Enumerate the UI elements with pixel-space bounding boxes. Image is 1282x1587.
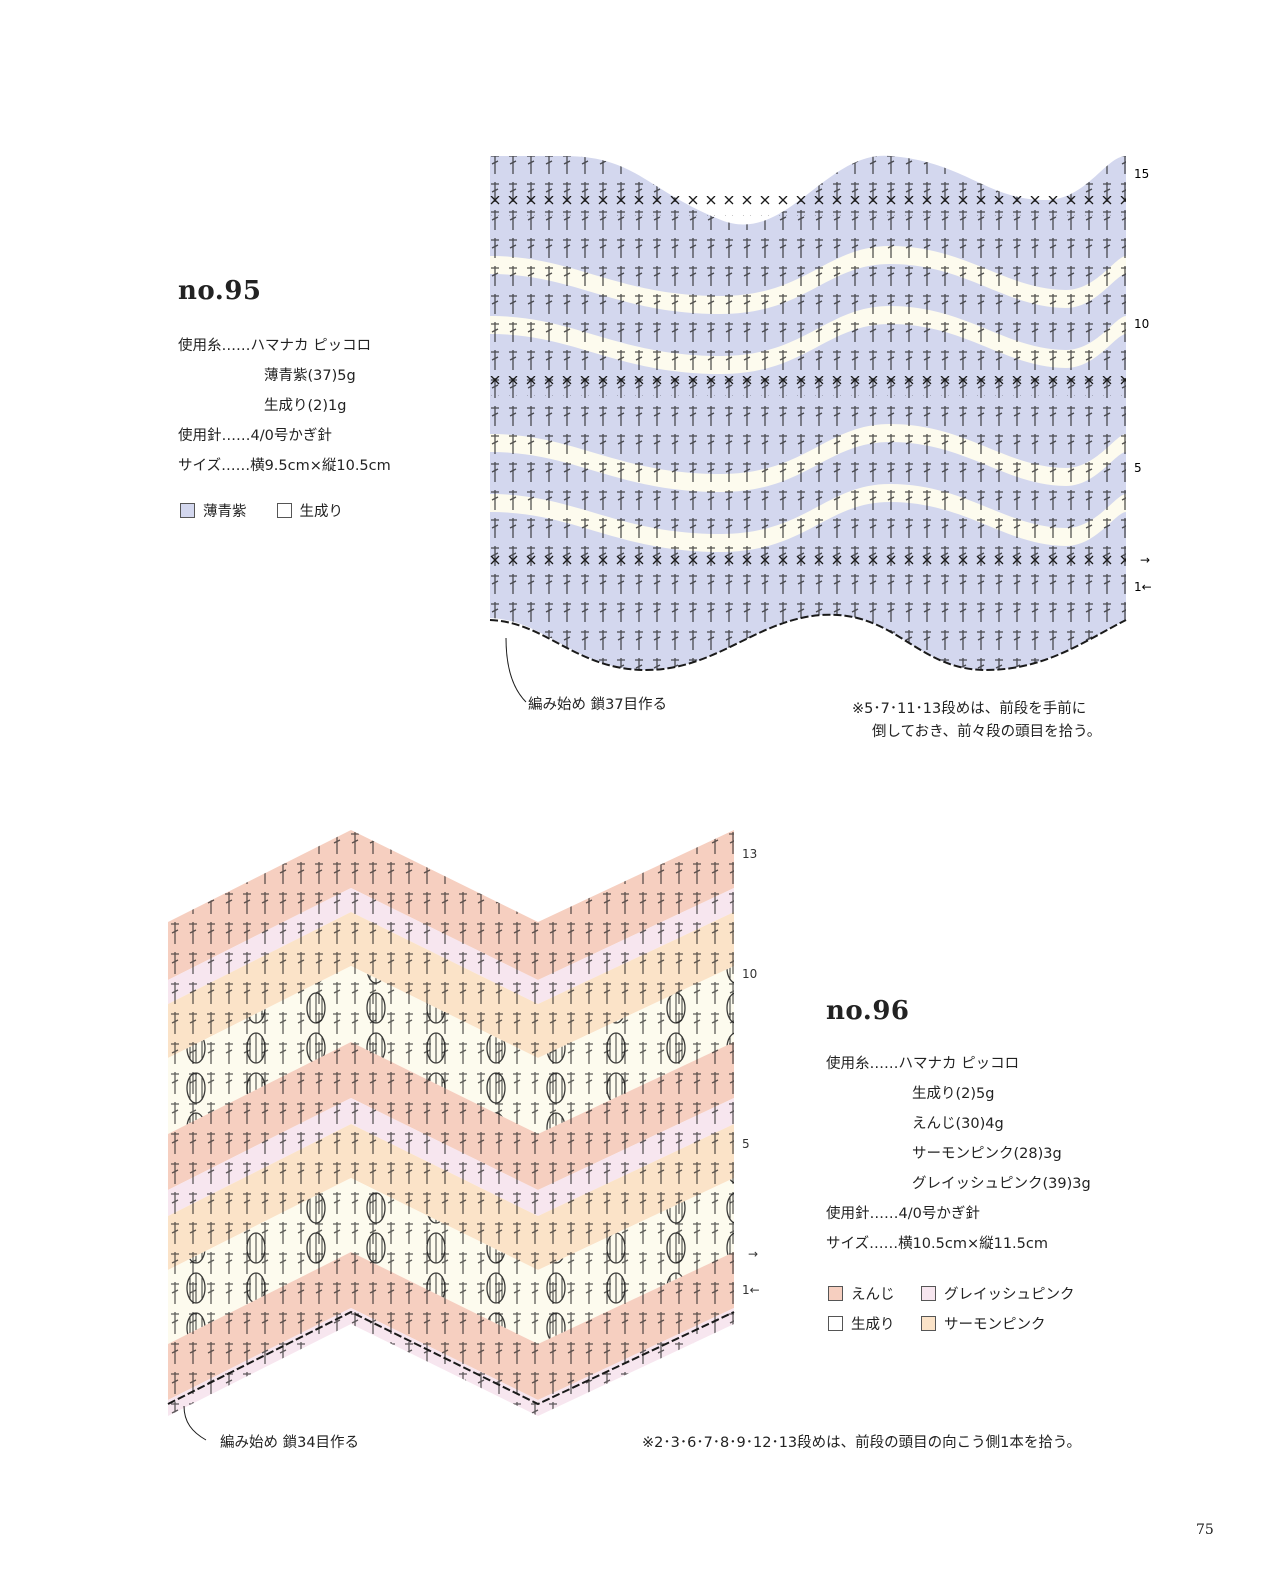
size-spec: サイズ……横10.5cm×縦11.5cm — [826, 1236, 1048, 1252]
swatch-salmon — [921, 1315, 936, 1331]
foundation-chain — [489, 613, 1127, 672]
legend-label: グレイッシュピンク — [944, 1286, 1075, 1303]
swatch-lavender — [180, 503, 195, 518]
swatch-cream — [828, 1315, 843, 1331]
stitch-symbols — [168, 830, 734, 1416]
yarn-line: 生成り(2)1g — [264, 398, 347, 414]
pattern-title-no96: no.96 — [826, 996, 910, 1026]
needle-spec: 使用針……4/0号かぎ針 — [826, 1206, 980, 1222]
yarn-line: サーモンピンク(28)3g — [912, 1146, 1062, 1162]
spec-block-no95: 使用糸……ハマナカ ピッコロ 薄青紫(37)5g 生成り(2)1g 使用針……4… — [178, 331, 391, 481]
start-leader-line — [183, 1405, 207, 1441]
row-number: 5 — [742, 1137, 750, 1151]
note-line: ※5･7･11･13段めは、前段を手前に — [852, 701, 1087, 717]
stitch-symbols — [490, 155, 1126, 670]
swatch-enji — [828, 1285, 843, 1301]
sc-rows — [490, 196, 1126, 572]
note-line: 倒しておき、前々段の頭目を拾う。 — [872, 724, 1102, 740]
shell-clusters — [168, 966, 734, 1134]
color-legend-no95: 薄青紫 生成り — [180, 500, 343, 521]
page-number: 75 — [1196, 1522, 1214, 1538]
note-no95: ※5･7･11･13段めは、前段を手前に 倒しておき、前々段の頭目を拾う。 — [852, 698, 1101, 744]
spec-block-no96: 使用糸……ハマナカ ピッコロ 生成り(2)5g えんじ(30)4g サーモンピン… — [826, 1049, 1091, 1259]
legend-label: 生成り — [851, 1316, 895, 1333]
needle-spec: 使用針……4/0号かぎ針 — [178, 428, 332, 444]
crochet-chart-no96: 13 10 5 → 1← — [167, 830, 760, 1441]
legend-label: サーモンピンク — [944, 1316, 1046, 1333]
row-direction-arrow: → — [748, 1247, 758, 1261]
start-note-no96: 編み始め 鎖34目作る — [220, 1435, 360, 1451]
row-number: 1← — [1134, 580, 1152, 594]
row-number: 1← — [742, 1283, 760, 1297]
foundation-chain — [167, 1310, 735, 1406]
yarn-line: グレイッシュピンク(39)3g — [912, 1176, 1091, 1192]
row-number: 5 — [1134, 461, 1142, 475]
yarn-line: 生成り(2)5g — [912, 1086, 995, 1102]
yarn-label: 使用糸……ハマナカ ピッコロ — [826, 1056, 1020, 1072]
shell-clusters — [168, 1178, 734, 1344]
note-no96: ※2･3･6･7･8･9･12･13段めは、前段の頭目の向こう側1本を拾う。 — [642, 1435, 1082, 1451]
swatch-grayish-pink — [921, 1285, 936, 1301]
legend-label: 薄青紫 — [203, 504, 247, 520]
pattern-title-no95: no.95 — [178, 276, 262, 306]
row-number: 10 — [742, 967, 757, 981]
color-legend-no96: えんじ グレイッシュピンク 生成り サーモンピンク — [828, 1278, 1128, 1338]
crochet-chart-no95: 15 10 5 → 1← — [489, 155, 1152, 703]
yarn-line: えんじ(30)4g — [912, 1116, 1004, 1132]
yarn-line: 薄青紫(37)5g — [264, 368, 356, 384]
swatch-cream — [276, 503, 292, 518]
yarn-label: 使用糸……ハマナカ ピッコロ — [178, 338, 372, 354]
legend-label: えんじ — [851, 1286, 895, 1303]
row-direction-arrow: → — [1140, 553, 1150, 567]
row-number: 13 — [742, 847, 757, 861]
start-note-no95: 編み始め 鎖37目作る — [528, 697, 668, 713]
start-leader-line — [505, 637, 527, 703]
legend-label: 生成り — [299, 504, 344, 520]
row-number: 10 — [1134, 317, 1149, 331]
row-number: 15 — [1134, 167, 1149, 181]
size-spec: サイズ……横9.5cm×縦10.5cm — [178, 458, 391, 474]
